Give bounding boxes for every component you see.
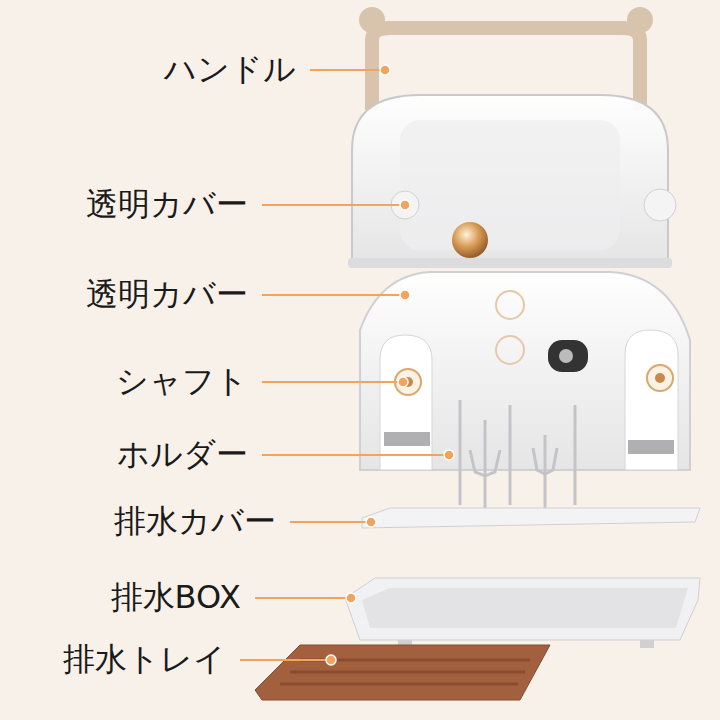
part-label: 排水BOX (111, 580, 241, 615)
holder-fork (470, 450, 500, 476)
shaft (647, 365, 673, 391)
body-mark (496, 291, 524, 319)
leader-line (290, 521, 366, 523)
holder-rod (509, 405, 512, 505)
leader-dot (326, 655, 336, 665)
cover-knob (452, 222, 488, 258)
leader-line (262, 294, 400, 296)
drain-cover (362, 508, 700, 528)
drain-box-foot (640, 640, 654, 648)
holder (460, 400, 575, 510)
drain-tray-slats (280, 660, 530, 684)
part-label: 排水トレイ (63, 642, 226, 677)
leader-dot (400, 200, 410, 210)
leader-dots (326, 65, 454, 665)
leader-line (240, 659, 326, 661)
leader-line (262, 204, 400, 206)
drain-box-shell (345, 578, 700, 640)
holder-rod (574, 405, 577, 505)
body-window (548, 340, 588, 372)
shaft (395, 369, 421, 395)
leader-line (262, 454, 444, 456)
leader-dot (444, 450, 454, 460)
side-panel (625, 330, 678, 470)
side-panel (380, 335, 432, 470)
shaft-center (655, 373, 665, 383)
leader-line (255, 597, 346, 599)
side-vent (628, 440, 674, 454)
leader-line (310, 69, 380, 71)
part-label: 透明カバー (86, 187, 248, 222)
top-cover (348, 95, 676, 268)
leader-dot (400, 290, 410, 300)
drain-box-inner (362, 588, 688, 628)
cover-hinge (644, 189, 676, 221)
leader-lines (240, 70, 444, 660)
holder-rod (484, 420, 487, 510)
lower-cover (360, 272, 690, 470)
side-vent (384, 432, 430, 446)
cover-rim (348, 258, 672, 268)
cover-inner (400, 120, 620, 250)
holder-rod (459, 400, 462, 505)
leader-dot (380, 65, 390, 75)
drain-tray (255, 645, 550, 700)
leader-dot (346, 593, 356, 603)
drain-cover-plate (362, 508, 700, 528)
leader-dot (398, 377, 408, 387)
cover-shell (352, 95, 668, 262)
body-shell (360, 272, 690, 470)
part-label: 透明カバー (86, 277, 248, 312)
part-label: 排水カバー (114, 504, 276, 539)
holder-fork (533, 448, 557, 474)
drain-box (345, 578, 700, 648)
leader-line (262, 381, 398, 383)
body-window-part (559, 349, 573, 363)
body-mark (496, 336, 524, 364)
part-label: ホルダー (117, 437, 248, 472)
drain-tray-board (255, 645, 550, 700)
leader-dot (366, 517, 376, 527)
part-label: ハンドル (164, 52, 296, 87)
part-label: シャフト (116, 364, 248, 399)
